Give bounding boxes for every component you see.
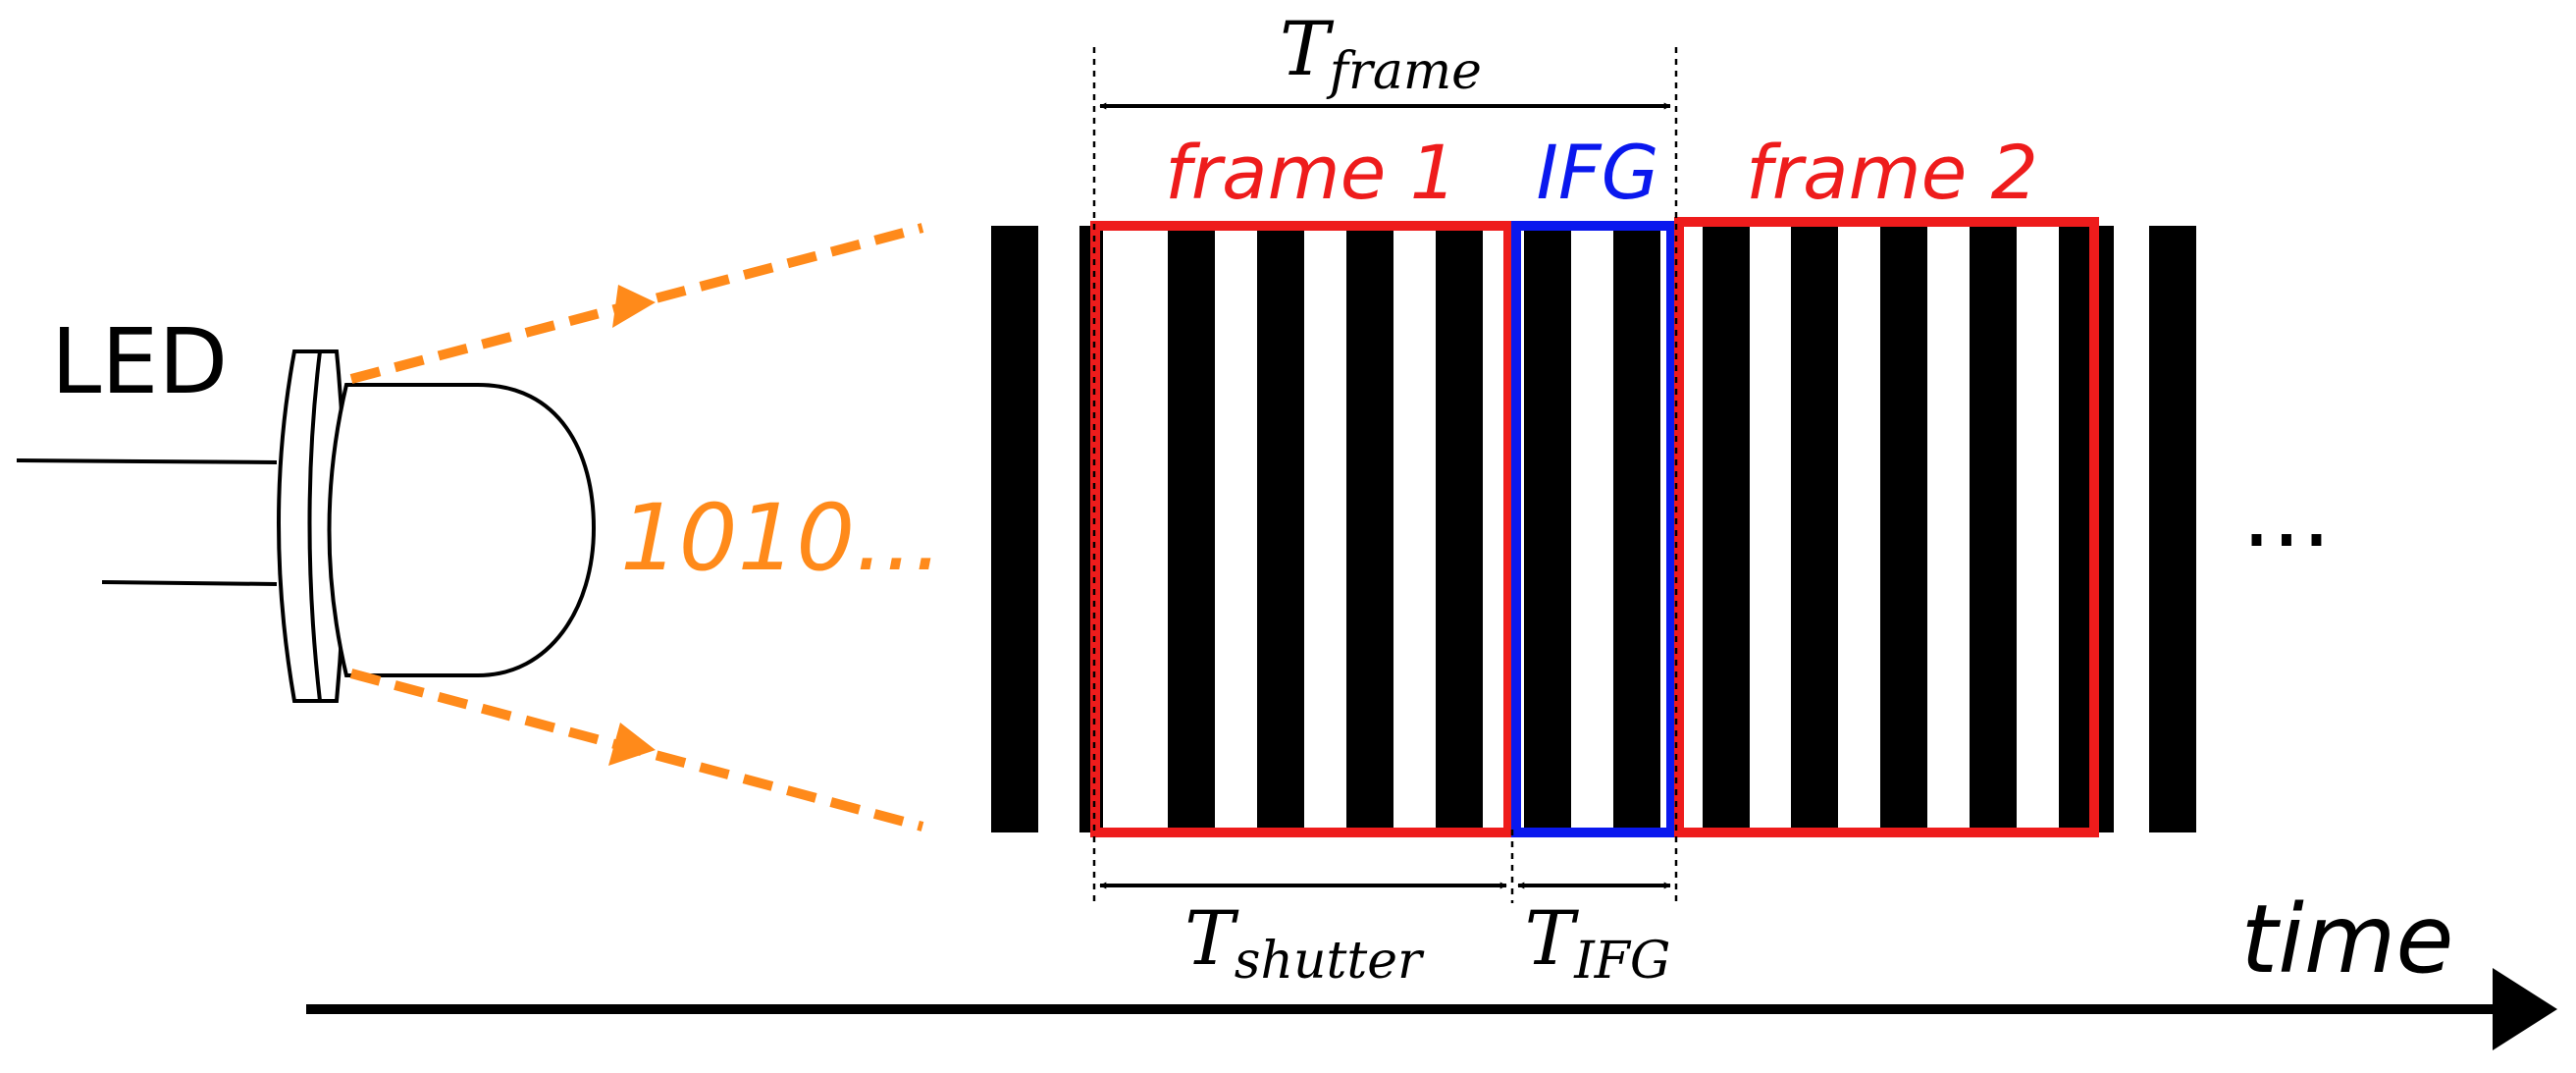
t-ifg-base: T bbox=[1525, 894, 1580, 982]
stripe-7 bbox=[1524, 226, 1571, 832]
stripe-1 bbox=[991, 226, 1038, 832]
frame-2-box bbox=[1674, 217, 2099, 837]
stripe-10 bbox=[1791, 226, 1838, 832]
t-shutter-base: T bbox=[1184, 894, 1239, 982]
light-ray-top-arrowhead bbox=[612, 285, 656, 328]
time-axis-arrowhead bbox=[2493, 968, 2557, 1050]
led-label: LED bbox=[51, 309, 228, 414]
led-lead-top bbox=[16, 458, 278, 464]
time-axis-label: time bbox=[2241, 885, 2454, 994]
stripe-3 bbox=[1168, 226, 1215, 832]
led-signal-text: 1010... bbox=[620, 485, 943, 592]
stripe-pattern bbox=[991, 226, 2196, 832]
t-ifg-sub: IFG bbox=[1573, 932, 1670, 991]
t-frame-base: T bbox=[1280, 5, 1335, 92]
stripe-8 bbox=[1613, 226, 1660, 832]
continuation-ellipsis: ... bbox=[2241, 458, 2332, 568]
frame-2-label: frame 2 bbox=[1746, 129, 2038, 216]
t-shutter-label: Tshutter bbox=[1184, 894, 1425, 991]
stripe-9 bbox=[1703, 226, 1750, 832]
t-frame-sub: frame bbox=[1326, 42, 1482, 101]
light-rays bbox=[349, 223, 924, 832]
frame-1-label: frame 1 bbox=[1165, 129, 1457, 216]
frame-1-box bbox=[1090, 221, 1513, 837]
led-flange-inner bbox=[307, 350, 322, 702]
stripe-15 bbox=[2149, 226, 2196, 832]
stripe-11 bbox=[1880, 226, 1927, 832]
stripe-6 bbox=[1436, 226, 1483, 832]
t-shutter-sub: shutter bbox=[1235, 932, 1425, 991]
led-dome bbox=[327, 383, 597, 677]
led-lead-bottom bbox=[101, 580, 278, 586]
led-component bbox=[16, 349, 597, 703]
stripe-14 bbox=[2100, 226, 2114, 832]
reference-lines bbox=[1092, 47, 1678, 903]
stripe-12 bbox=[1970, 226, 2017, 832]
stripe-4 bbox=[1257, 226, 1304, 832]
t-frame-label: Tframe bbox=[1280, 5, 1482, 101]
stripe-5 bbox=[1346, 226, 1393, 832]
ifg-label: IFG bbox=[1536, 129, 1658, 216]
ifg-box bbox=[1511, 221, 1676, 837]
light-ray-bottom-arrowhead bbox=[608, 723, 656, 766]
t-ifg-label: TIFG bbox=[1525, 894, 1671, 991]
